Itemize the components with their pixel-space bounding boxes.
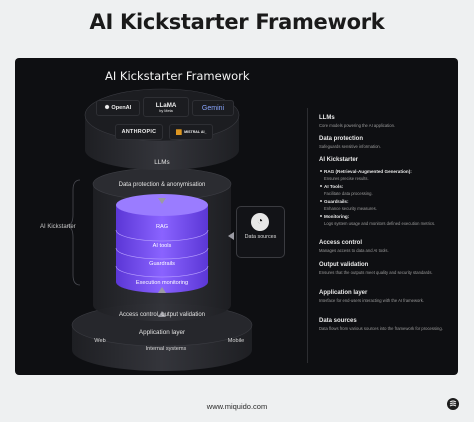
provider-llama-label: LLaMA xyxy=(155,101,177,109)
provider-mistral: ▦ MISTRAL AI_ xyxy=(169,124,213,140)
database-icon: ◔ xyxy=(251,213,269,231)
provider-gemini: Gemini xyxy=(192,100,234,116)
openai-icon: ✺ xyxy=(104,105,110,111)
ai-kickstarter-label: AI Kickstarter xyxy=(40,224,76,230)
channel-mobile: Mobile xyxy=(228,338,244,344)
flow-arrows xyxy=(158,198,234,317)
legend-rag: RAG (Retrieval-Augmented Generation): En… xyxy=(320,168,442,181)
legend-column: LLMs Core models powering the AI applica… xyxy=(307,108,448,363)
layer-execution-monitoring: Execution monitoring xyxy=(136,280,188,286)
provider-anthropic-label: ANTHROPIC xyxy=(121,129,157,135)
legend-application-layer: Application layer Interface for end-user… xyxy=(319,290,424,303)
kickstarter-brace xyxy=(66,179,81,286)
provider-llama-sub: by Meta xyxy=(159,108,173,113)
layer-rag: RAG xyxy=(156,224,168,230)
layer-data-protection: Data protection & anonymisation xyxy=(119,182,206,188)
legend-data-sources: Data sources Data flows from various sou… xyxy=(319,318,443,331)
core-purple-stack xyxy=(115,194,209,293)
legend-llms: LLMs Core models powering the AI applica… xyxy=(319,115,396,128)
legend-ai-tools: AI Tools: Facilitate data processing. xyxy=(320,183,442,196)
website-url: www.miquido.com xyxy=(206,402,268,411)
page-title: AI Kickstarter Framework xyxy=(89,10,385,34)
provider-openai: ✺ OpenAI xyxy=(96,100,140,116)
mistral-icon: ▦ xyxy=(175,129,183,136)
miquido-logo-icon xyxy=(447,398,459,410)
legend-monitoring: Monitoring: Logs system usage and monito… xyxy=(320,213,442,226)
legend-access-control: Access control Manages access to data an… xyxy=(319,240,389,253)
data-sources-label: Data sources xyxy=(244,234,277,240)
provider-mistral-label: MISTRAL AI_ xyxy=(184,130,207,134)
layer-application: Application layer xyxy=(139,329,185,336)
channel-internal-systems: Internal systems xyxy=(146,346,187,352)
provider-anthropic: ANTHROPIC xyxy=(115,124,163,140)
stack-title: AI Kickstarter Framework xyxy=(105,69,250,83)
provider-llama: LLaMA by Meta xyxy=(143,97,189,117)
provider-openai-label: OpenAI xyxy=(111,105,132,111)
data-sources-box: ◔ Data sources xyxy=(236,206,285,258)
channel-web: Web xyxy=(94,338,105,344)
layer-ai-tools: AI tools xyxy=(153,243,172,249)
layer-llms: LLMs xyxy=(154,159,169,166)
layer-guardrails: Guardrails xyxy=(149,261,175,267)
legend-output-validation: Output validation Ensures that the outpu… xyxy=(319,262,433,275)
legend-ai-kickstarter: AI Kickstarter xyxy=(319,157,359,163)
legend-data-protection: Data protection Safeguards sensitive inf… xyxy=(319,136,381,149)
provider-gemini-label: Gemini xyxy=(201,104,225,112)
layer-access-control: Access control, output validation xyxy=(119,312,205,318)
legend-guardrails: Guardrails: Enhance security measures. xyxy=(320,198,442,211)
